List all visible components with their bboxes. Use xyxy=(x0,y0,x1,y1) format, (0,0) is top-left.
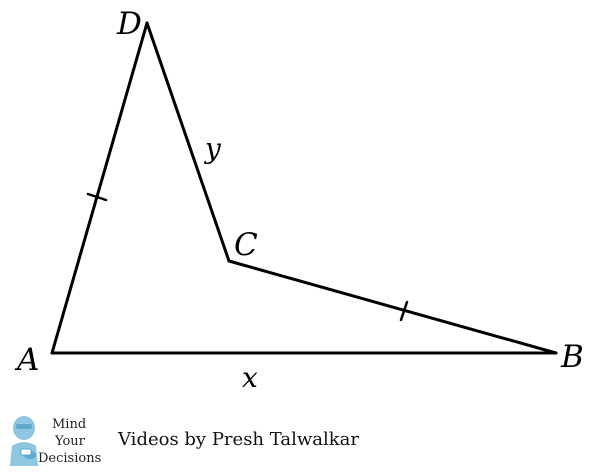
logo-word-decisions: Decisions xyxy=(38,451,101,466)
vertex-label-b: B xyxy=(560,339,584,375)
edge-cb xyxy=(227,259,558,355)
logo-word-mind: Mind xyxy=(52,417,86,432)
vertex-label-c: C xyxy=(234,227,258,263)
side-label-x: x xyxy=(242,361,258,394)
vertex-label-d: D xyxy=(116,6,142,42)
edge-dc xyxy=(145,21,231,263)
tick-mark-ad xyxy=(86,192,108,202)
vertex-label-a: A xyxy=(14,342,39,378)
logo-word-your: Your xyxy=(54,434,86,449)
side-label-y: y xyxy=(203,132,222,165)
video-credit: Videos by Presh Talwalkar xyxy=(118,429,359,450)
thinker-figure-icon xyxy=(10,416,38,466)
tick-mark-cb xyxy=(399,300,409,322)
edge-ad xyxy=(50,21,149,355)
mind-your-decisions-logo: Mind Your Decisions xyxy=(10,416,101,466)
